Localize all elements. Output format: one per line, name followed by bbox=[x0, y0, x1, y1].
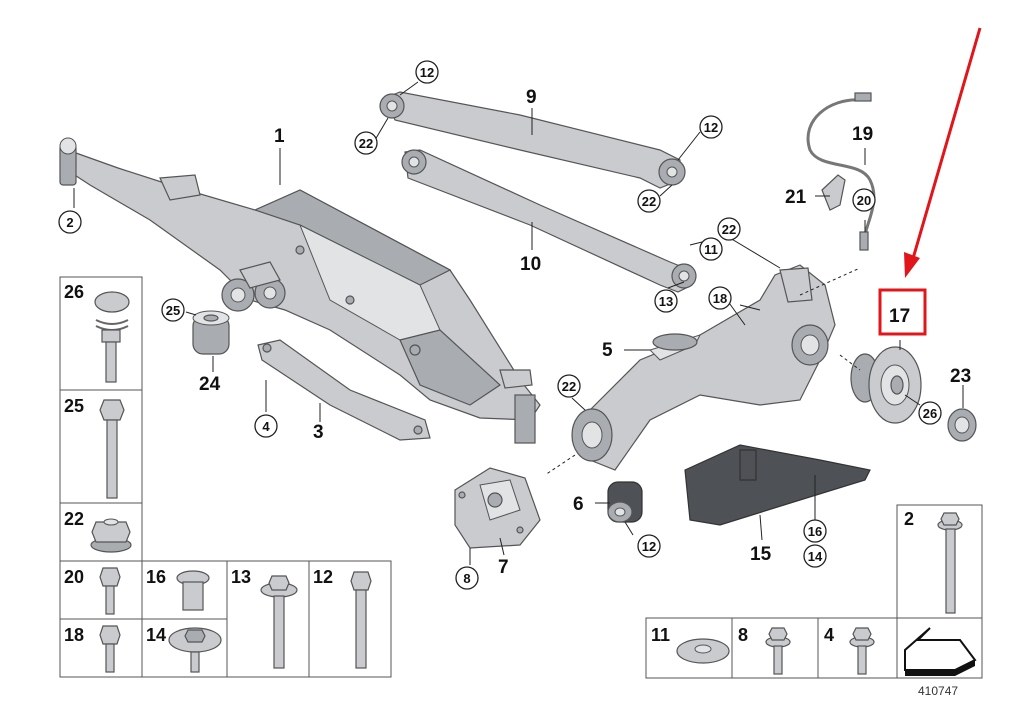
fastener-25: 25 bbox=[64, 396, 125, 499]
callout-22c: 22 bbox=[717, 217, 741, 241]
svg-text:12: 12 bbox=[420, 65, 434, 80]
fastener-8: 8 bbox=[738, 625, 791, 675]
label-15: 15 bbox=[750, 544, 772, 565]
fastener-18: 18 bbox=[64, 625, 121, 673]
svg-text:26: 26 bbox=[64, 282, 84, 302]
callout-26: 26 bbox=[918, 401, 942, 425]
callout-25: 25 bbox=[161, 298, 185, 322]
fastener-2: 2 bbox=[904, 509, 963, 614]
svg-text:16: 16 bbox=[146, 567, 166, 587]
svg-text:16: 16 bbox=[808, 524, 822, 539]
wheel-carrier bbox=[571, 264, 836, 471]
highlight-arrow bbox=[904, 27, 982, 278]
callout-8: 8 bbox=[455, 566, 479, 590]
callout-4: 4 bbox=[254, 414, 278, 438]
bushing-24 bbox=[192, 310, 230, 355]
svg-text:13: 13 bbox=[659, 294, 673, 309]
label-23: 23 bbox=[950, 366, 971, 387]
label-5: 5 bbox=[602, 340, 613, 361]
label-7: 7 bbox=[498, 557, 509, 578]
fastener-grid-right: 2 11 8 4 bbox=[645, 504, 983, 679]
svg-text:8: 8 bbox=[738, 625, 748, 645]
callout-12b: 12 bbox=[699, 115, 723, 139]
svg-text:18: 18 bbox=[64, 625, 84, 645]
fastener-4: 4 bbox=[824, 625, 875, 675]
callout-22a: 22 bbox=[354, 131, 378, 155]
svg-text:11: 11 bbox=[651, 625, 670, 645]
callout-2: 2 bbox=[58, 210, 82, 234]
label-1: 1 bbox=[274, 126, 285, 147]
svg-text:26: 26 bbox=[923, 406, 937, 421]
underbody-shield bbox=[684, 444, 871, 526]
fastener-20: 20 bbox=[64, 567, 121, 615]
direction-arrow-icon bbox=[904, 627, 977, 676]
label-9: 9 bbox=[526, 87, 537, 108]
svg-text:12: 12 bbox=[704, 120, 718, 135]
label-17: 17 bbox=[889, 306, 910, 327]
svg-text:11: 11 bbox=[704, 242, 718, 257]
label-19: 19 bbox=[852, 124, 873, 145]
leader-lines bbox=[73, 81, 964, 565]
seal-23 bbox=[947, 408, 977, 442]
fastener-13: 13 bbox=[231, 567, 298, 669]
svg-text:4: 4 bbox=[262, 419, 270, 434]
fastener-26: 26 bbox=[64, 282, 130, 383]
label-21: 21 bbox=[785, 187, 807, 208]
callouts: 2 4 8 11 12 12 12 13 14 16 18 20 22 22 2… bbox=[58, 60, 942, 590]
spring-plate bbox=[454, 467, 541, 549]
svg-text:13: 13 bbox=[231, 567, 251, 587]
svg-text:25: 25 bbox=[64, 396, 84, 416]
fastener-grid-left: 26 25 22 20 18 bbox=[59, 276, 392, 678]
svg-text:12: 12 bbox=[313, 567, 333, 587]
brace-plate bbox=[257, 339, 431, 441]
svg-text:25: 25 bbox=[166, 303, 180, 318]
svg-text:22: 22 bbox=[562, 379, 576, 394]
fastener-11: 11 bbox=[651, 625, 730, 664]
callout-20: 20 bbox=[852, 188, 876, 212]
label-3: 3 bbox=[313, 422, 324, 443]
svg-text:4: 4 bbox=[824, 625, 834, 645]
svg-text:14: 14 bbox=[146, 625, 166, 645]
part-labels: 1 3 5 6 7 9 10 15 17 19 21 23 24 bbox=[199, 87, 971, 578]
control-arm-10 bbox=[401, 149, 697, 293]
wheel-hub bbox=[850, 346, 922, 424]
svg-text:2: 2 bbox=[66, 215, 73, 230]
callout-18: 18 bbox=[708, 286, 732, 310]
fastener-22: 22 bbox=[64, 509, 132, 553]
label-10: 10 bbox=[520, 254, 541, 275]
svg-text:22: 22 bbox=[722, 222, 736, 237]
callout-22b: 22 bbox=[637, 189, 661, 213]
callout-12c: 12 bbox=[637, 534, 661, 558]
fastener-12: 12 bbox=[313, 567, 372, 669]
bushing-6 bbox=[607, 481, 643, 523]
abs-sensor bbox=[806, 92, 876, 251]
svg-text:8: 8 bbox=[463, 571, 470, 586]
callout-16: 16 bbox=[803, 519, 827, 543]
svg-text:14: 14 bbox=[808, 549, 823, 564]
callout-12a: 12 bbox=[415, 60, 439, 84]
callout-11: 11 bbox=[699, 237, 723, 261]
control-arm-9 bbox=[379, 91, 686, 189]
label-24: 24 bbox=[199, 374, 221, 395]
highlight-box bbox=[878, 288, 927, 336]
label-6: 6 bbox=[573, 494, 584, 515]
svg-text:12: 12 bbox=[642, 539, 656, 554]
svg-text:22: 22 bbox=[359, 136, 373, 151]
reference-number: 410747 bbox=[918, 684, 958, 698]
callout-14: 14 bbox=[803, 544, 827, 568]
rear-subframe bbox=[59, 137, 541, 444]
svg-text:20: 20 bbox=[857, 193, 871, 208]
svg-text:20: 20 bbox=[64, 567, 84, 587]
callout-13: 13 bbox=[654, 289, 678, 313]
svg-text:22: 22 bbox=[642, 194, 656, 209]
fastener-14: 14 bbox=[146, 625, 222, 673]
fastener-16: 16 bbox=[146, 567, 210, 611]
svg-text:2: 2 bbox=[904, 509, 914, 529]
svg-text:18: 18 bbox=[713, 291, 727, 306]
svg-text:22: 22 bbox=[64, 509, 84, 529]
callout-22d: 22 bbox=[557, 374, 581, 398]
